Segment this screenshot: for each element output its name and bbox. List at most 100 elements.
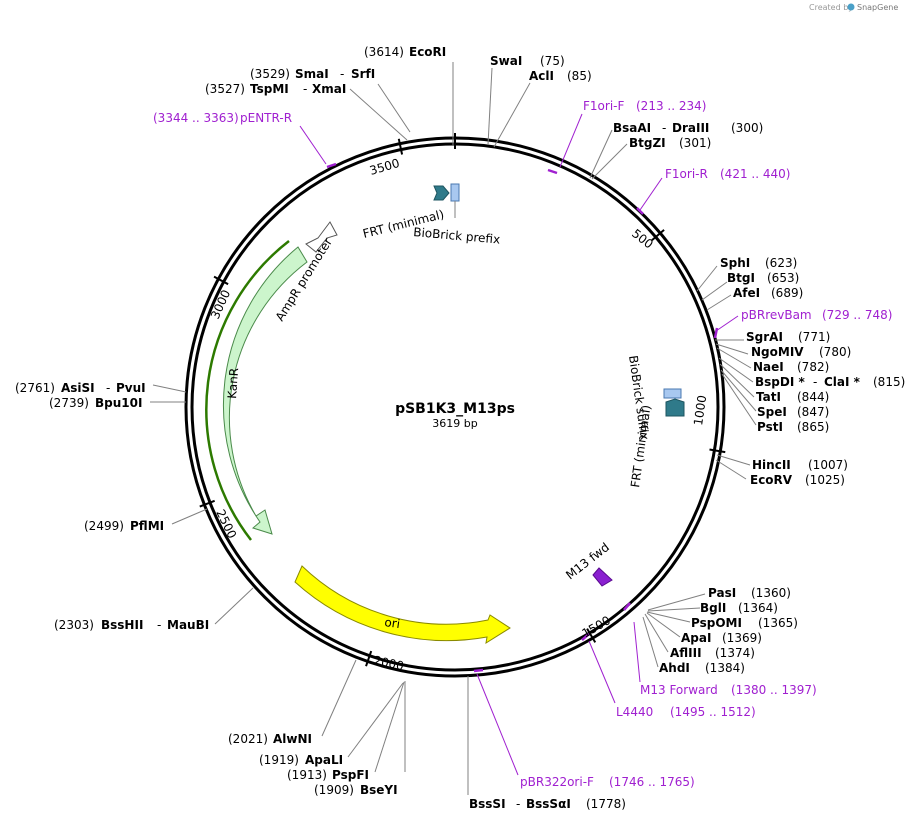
alwni-pos: (2021)	[228, 732, 268, 746]
tick-label-2000: 2000	[372, 653, 405, 673]
primer-pbr322ori-f[interactable]: pBR322ori-F (1746 .. 1765)	[520, 775, 695, 789]
site-asisi[interactable]: (2761) AsiSI - PvuI	[15, 381, 146, 395]
mark-pbr322ori-f	[473, 668, 484, 673]
biobrick-prefix-box	[450, 183, 460, 202]
site-ecori[interactable]: (3614) EcoRI	[364, 45, 446, 59]
site-afliii[interactable]: AflIII (1374)	[670, 646, 755, 660]
site-afei[interactable]: AfeI (689)	[733, 286, 803, 300]
leader-alwni	[321, 659, 357, 737]
primer-f1ori-f[interactable]: F1ori-F (213 .. 234)	[583, 99, 706, 113]
tick-label-3500: 3500	[368, 156, 401, 178]
ahdi-pos: (1384)	[705, 661, 745, 675]
kanr-outline-arc	[205, 240, 290, 541]
site-naei[interactable]: NaeI (782)	[753, 360, 829, 374]
site-bsaai[interactable]: BsaAI - DraIII (300)	[613, 121, 763, 135]
site-tati[interactable]: TatI (844)	[756, 390, 829, 404]
mark-l4440	[581, 633, 590, 641]
ampr-promoter-arrow	[305, 221, 338, 253]
site-bpu10i[interactable]: (2739) Bpu10I	[49, 396, 142, 410]
sphi-name: SphI	[720, 256, 750, 270]
afei-pos: (689)	[771, 286, 803, 300]
site-pflmi[interactable]: (2499) PflMI	[84, 519, 164, 533]
primer-pentr-r[interactable]: (3344 .. 3363) pENTR-R	[153, 111, 292, 125]
svg-text:-: -	[813, 375, 817, 389]
site-btgi[interactable]: BtgI (653)	[727, 271, 799, 285]
site-apai[interactable]: ApaI (1369)	[681, 631, 762, 645]
svg-text:-: -	[106, 381, 110, 395]
site-bsssi[interactable]: BssSI - BssSαI (1778)	[469, 797, 626, 811]
site-apali[interactable]: (1919) ApaLI	[259, 753, 343, 767]
leader-btgi	[701, 281, 728, 301]
bspdi-name: BspDI *	[755, 375, 805, 389]
afliii-pos: (1374)	[715, 646, 755, 660]
feature-kanr[interactable]	[205, 240, 308, 541]
site-ahdi[interactable]: AhdI (1384)	[659, 661, 745, 675]
mark-m13-forward	[623, 602, 631, 611]
leader-bspdi	[718, 357, 754, 383]
site-tspmi[interactable]: (3527) TspMI - XmaI	[205, 82, 346, 96]
site-sgrai[interactable]: SgrAI (771)	[746, 330, 830, 344]
primer-m13-forward[interactable]: M13 Forward (1380 .. 1397)	[640, 683, 817, 697]
site-bgli[interactable]: BglI (1364)	[700, 601, 778, 615]
primer-pbrrevbam[interactable]: pBRrevBam (729 .. 748)	[741, 308, 892, 322]
sphi-pos: (623)	[765, 256, 797, 270]
site-ecorv[interactable]: EcoRV (1025)	[750, 473, 845, 487]
plasmid-name: pSB1K3_M13ps	[395, 401, 515, 417]
tick-mark-500	[651, 229, 665, 242]
site-acii[interactable]: AclI (85)	[529, 69, 592, 83]
tick-mark-3500	[397, 138, 404, 155]
site-pspomi[interactable]: PspOMI (1365)	[691, 616, 798, 630]
pbrrevbam-range: (729 .. 748)	[822, 308, 892, 322]
svg-text:-: -	[303, 82, 307, 96]
site-bseyi[interactable]: (1909) BseYI	[314, 783, 398, 797]
btgzi-name: BtgZI	[629, 136, 666, 150]
feature-ampr-promoter[interactable]	[305, 221, 338, 253]
mark-pbrrevbam	[713, 327, 719, 339]
leader-pbrrevbam	[715, 315, 739, 332]
asisi-name: AsiSI	[61, 381, 95, 395]
site-alwni[interactable]: (2021) AlwNI	[228, 732, 312, 746]
bgli-pos: (1364)	[738, 601, 778, 615]
pvui-name: PvuI	[116, 381, 146, 395]
site-spei[interactable]: SpeI (847)	[757, 405, 829, 419]
site-smai[interactable]: (3529) SmaI - SrfI	[250, 67, 375, 81]
svg-text:-: -	[157, 618, 161, 632]
afei-name: AfeI	[733, 286, 760, 300]
site-ngomiv[interactable]: NgoMIV (780)	[751, 345, 851, 359]
svg-text:-: -	[662, 121, 666, 135]
leader-pbr322ori-f	[476, 673, 519, 776]
svg-text:-: -	[340, 67, 344, 81]
tick-label-500: 500	[629, 226, 656, 251]
site-psti[interactable]: PstI (865)	[757, 420, 829, 434]
primer-l4440[interactable]: L4440 (1495 .. 1512)	[616, 705, 756, 719]
site-bsshii[interactable]: (2303) BssHII - MauBI	[54, 618, 209, 632]
afliii-name: AflIII	[670, 646, 702, 660]
primer-f1ori-r[interactable]: F1ori-R (421 .. 440)	[665, 167, 790, 181]
mark-pentr-r	[326, 162, 337, 169]
feature-m13-fwd[interactable]	[592, 567, 613, 587]
tick-mark-1500	[586, 628, 597, 643]
feature-frt-top[interactable]	[433, 183, 460, 218]
site-hincii[interactable]: HincII (1007)	[752, 458, 848, 472]
bseyi-name: BseYI	[360, 783, 398, 797]
psti-pos: (865)	[797, 420, 829, 434]
leader-ngomiv	[715, 343, 749, 355]
m13-forward-range: (1380 .. 1397)	[731, 683, 817, 697]
feature-frt-right[interactable]	[663, 388, 685, 417]
l4440-name: L4440	[616, 705, 653, 719]
leader-naei	[716, 347, 752, 369]
feature-ori[interactable]	[294, 565, 511, 645]
tspmi-name: TspMI	[250, 82, 289, 96]
site-pasi[interactable]: PasI (1360)	[708, 586, 791, 600]
site-bspdi[interactable]: BspDI * - ClaI * (815)	[755, 375, 905, 389]
site-swai[interactable]: SwaI (75)	[490, 54, 565, 68]
leader-m13-forward	[633, 621, 641, 683]
site-pspfi[interactable]: (1913) PspFI	[287, 768, 369, 782]
site-sphi[interactable]: SphI (623)	[720, 256, 797, 270]
site-btgzi[interactable]: BtgZI (301)	[629, 136, 711, 150]
spei-pos: (847)	[797, 405, 829, 419]
tspmi-pos: (3527)	[205, 82, 245, 96]
leader-btgzi	[591, 143, 628, 180]
leader-asisi	[152, 384, 187, 393]
pbrrevbam-name: pBRrevBam	[741, 308, 812, 322]
